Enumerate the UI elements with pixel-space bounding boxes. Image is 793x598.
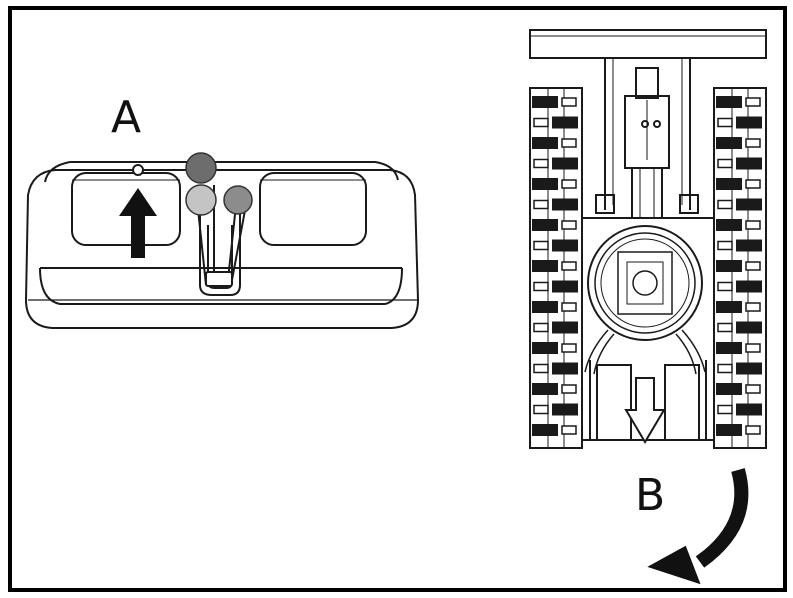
track-shoe [532,301,558,313]
position-marker [132,164,144,176]
track-shoe [552,239,578,252]
lever-knob-dark [185,152,217,184]
track-shoe [736,321,762,334]
track-link [561,261,577,271]
track-shoe [552,157,578,170]
boom-pivot [635,67,659,99]
track-shoe [716,301,742,313]
track-link [745,138,761,148]
track-link [533,240,549,251]
track-link [561,384,577,394]
track-link [533,322,549,333]
track-link [745,384,761,394]
track-link [717,158,733,169]
track-shoe [532,219,558,231]
track-shoe [552,116,578,129]
track-link [533,363,549,374]
track-link [561,425,577,435]
arrow-down-outline-icon [624,377,666,444]
track-link [561,138,577,148]
track-shoe [532,178,558,190]
label-a: A [111,92,141,143]
diagram-frame [8,6,787,592]
lever-knob-light [185,184,217,216]
track-link [717,281,733,292]
track-shoe [716,342,742,354]
track-shoe [736,198,762,211]
track-shoe [736,116,762,129]
track-link [561,343,577,353]
track-link [717,363,733,374]
lever-knobs [185,152,253,216]
track-shoe [716,260,742,272]
track-shoe [552,280,578,293]
track-link [717,240,733,251]
track-shoe [736,362,762,375]
track-shoe [716,137,742,149]
track-link [533,117,549,128]
track-link [717,322,733,333]
track-shoe [716,178,742,190]
track-shoe [736,239,762,252]
track-shoe [532,96,558,108]
lever-knob-right [223,185,253,215]
track-link [717,199,733,210]
track-shoe [532,342,558,354]
turntable-outer [587,225,703,341]
track-shoe [716,424,742,436]
track-shoe [532,424,558,436]
track-link [533,281,549,292]
track-shoe [532,260,558,272]
track-link [745,220,761,230]
track-shoe [736,403,762,416]
track-shoe [552,198,578,211]
track-link [533,199,549,210]
track-link [717,117,733,128]
track-link [561,97,577,107]
arrow-up-icon [119,188,157,258]
track-link [561,302,577,312]
track-link [745,261,761,271]
track-shoe [716,219,742,231]
left-window [71,172,181,246]
track-link [745,179,761,189]
curved-arrow-icon [647,468,749,585]
label-b: B [635,470,665,521]
track-shoe [552,321,578,334]
levers [195,185,247,287]
track-shoe [552,403,578,416]
dozer-blade [529,29,767,59]
track-link [533,404,549,415]
track-shoe [552,362,578,375]
track-link [745,302,761,312]
track-shoe [532,137,558,149]
track-shoe [736,280,762,293]
track-shoes [532,96,762,436]
track-link [745,343,761,353]
track-link [717,404,733,415]
track-shoe [736,157,762,170]
track-link [533,158,549,169]
track-link [561,220,577,230]
track-link [745,97,761,107]
right-window [259,172,367,246]
track-link [561,179,577,189]
track-shoe [532,383,558,395]
track-shoe [716,96,742,108]
track-link [745,425,761,435]
control-console [24,161,420,329]
track-shoe [716,383,742,395]
